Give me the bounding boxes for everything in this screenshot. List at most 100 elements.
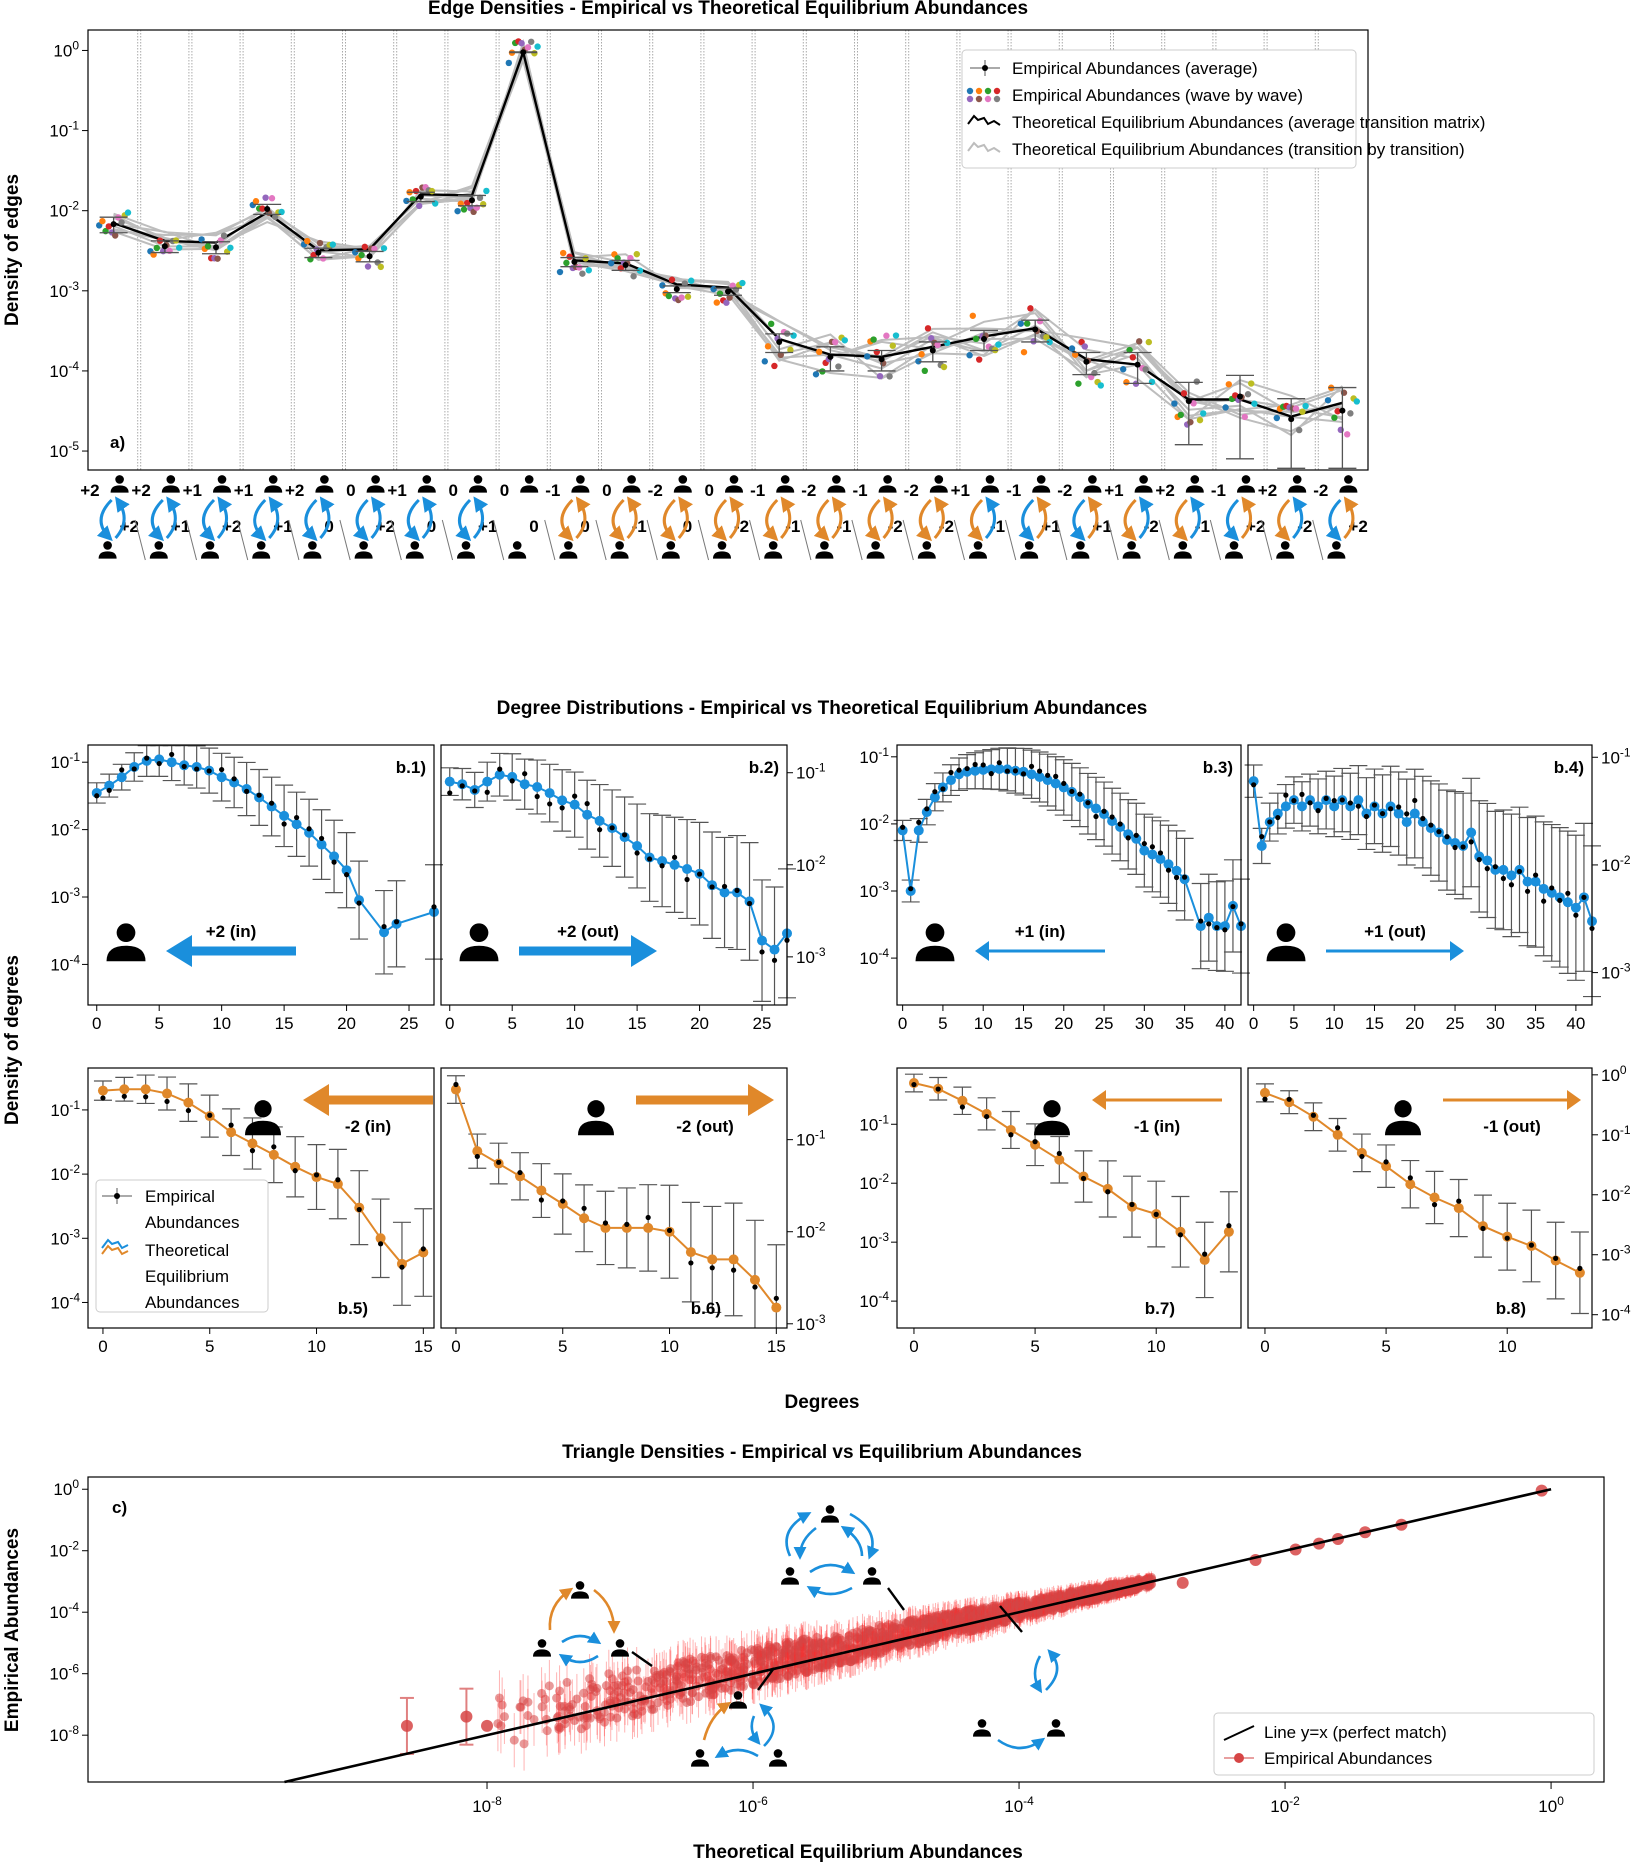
series-theoretical-line (449, 773, 788, 951)
series-theoretical-line (102, 1088, 424, 1266)
edge-type-glyph: +2+1 (131, 475, 198, 561)
triangle-point (857, 1651, 867, 1661)
y-tick-label: 10-1 (50, 1098, 80, 1120)
wave-point (1075, 380, 1082, 387)
triangle-point (633, 1676, 643, 1686)
empirical-average-point (315, 249, 322, 256)
edge-arrow (268, 496, 284, 539)
empirical-point (393, 919, 400, 925)
empirical-point (94, 793, 100, 799)
empirical-point (1541, 898, 1547, 904)
glyph-divider (134, 519, 146, 561)
chart-title-c: Triangle Densities - Empirical vs Equili… (562, 1442, 1082, 1463)
person-body (245, 1120, 281, 1136)
person-body (969, 551, 987, 559)
wave-point (198, 236, 205, 243)
person-icon (201, 541, 219, 559)
empirical-average-point (264, 205, 271, 212)
edge-arrow (1069, 498, 1086, 542)
edge-arrow (967, 498, 984, 542)
x-tick-label: 10-8 (472, 1794, 502, 1816)
wave-point (1299, 408, 1306, 415)
person-head (359, 541, 368, 550)
panel-c-triangle-densities: Triangle Densities - Empirical vs Equili… (2, 1442, 1605, 1862)
legend-swatch-point (114, 1193, 120, 1199)
person-head (268, 475, 278, 484)
person-icon (459, 923, 499, 962)
edge-arrow (626, 496, 642, 539)
triangle-point (643, 1676, 653, 1686)
wave-point (278, 208, 285, 216)
person-head (1043, 1100, 1061, 1118)
subplot-label: +1 (in) (1015, 922, 1066, 941)
y-tick-label: 10-1 (859, 1112, 889, 1134)
person-body (303, 551, 322, 559)
person-body (1237, 485, 1255, 493)
edge-arrow (1325, 498, 1342, 542)
edge-arrow (1172, 498, 1188, 542)
wave-point (739, 279, 746, 287)
plot-frame-a (87, 29, 1369, 471)
theoretical-point (375, 1233, 386, 1244)
empirical-point (1480, 1225, 1486, 1232)
wave-point (1091, 369, 1098, 377)
empirical-point (306, 826, 312, 832)
person-body (1034, 1120, 1070, 1136)
triangle-point (943, 1612, 953, 1622)
empirical-point (1504, 1235, 1510, 1241)
edge-arrow (250, 498, 267, 542)
triangle-point (705, 1651, 715, 1661)
wave-point (329, 241, 336, 248)
empirical-point (1202, 1251, 1208, 1257)
empirical-point (335, 1177, 341, 1183)
empirical-point (1077, 791, 1083, 797)
glyph-divider (441, 519, 454, 561)
edge-arrow (370, 496, 386, 539)
triangle-point (734, 1666, 744, 1676)
legend-swatch-point (966, 87, 974, 95)
person-icon (610, 541, 629, 559)
person-head (768, 541, 778, 550)
empirical-point (1080, 1175, 1087, 1182)
direction-arrowhead (166, 935, 192, 967)
y-tick-label: 10-3 (50, 1226, 80, 1248)
edge-from-value: -1 (545, 481, 560, 500)
x-tick-label: 100 (1538, 1794, 1564, 1816)
person-body (622, 485, 641, 493)
subplot-frame (87, 744, 435, 1006)
triangle-point (965, 1626, 975, 1636)
edge-arrow (1223, 498, 1240, 542)
empirical-point (1508, 882, 1515, 888)
person-icon (252, 541, 271, 559)
wave-point (105, 223, 113, 230)
theoretical-point (329, 851, 340, 862)
wave-point (1129, 354, 1137, 361)
empirical-point (1262, 1096, 1268, 1102)
triangle-point (591, 1687, 601, 1697)
person-head (461, 541, 471, 550)
person-icon (106, 923, 146, 962)
theoretical-point (341, 865, 352, 876)
y-tick-label: 10-3 (859, 879, 889, 901)
triangle-point (493, 1719, 503, 1729)
y-tick-label: 10-1 (796, 761, 826, 783)
x-tick-label: 15 (628, 1014, 647, 1033)
empirical-point (231, 776, 237, 782)
theoretical-point (1195, 921, 1206, 932)
person-head (1088, 475, 1097, 484)
glyph-divider (390, 519, 402, 561)
y-tick-label: 10-4 (49, 1600, 79, 1622)
subplot-label: +1 (out) (1364, 922, 1426, 941)
edge-to-value: 0 (529, 517, 538, 536)
empirical-point (671, 854, 678, 860)
empirical-point (948, 769, 954, 776)
wave-point (1120, 366, 1127, 373)
triangle-point (542, 1726, 552, 1736)
person-head (1292, 475, 1302, 484)
triangle-point (659, 1676, 669, 1686)
legend-swatch-point (984, 87, 992, 95)
empirical-point (988, 771, 994, 777)
empirical-point (597, 827, 603, 833)
empirical-point (1307, 800, 1313, 806)
legend-entry-a: Theoretical Equilibrium Abundances (tran… (1012, 140, 1465, 159)
